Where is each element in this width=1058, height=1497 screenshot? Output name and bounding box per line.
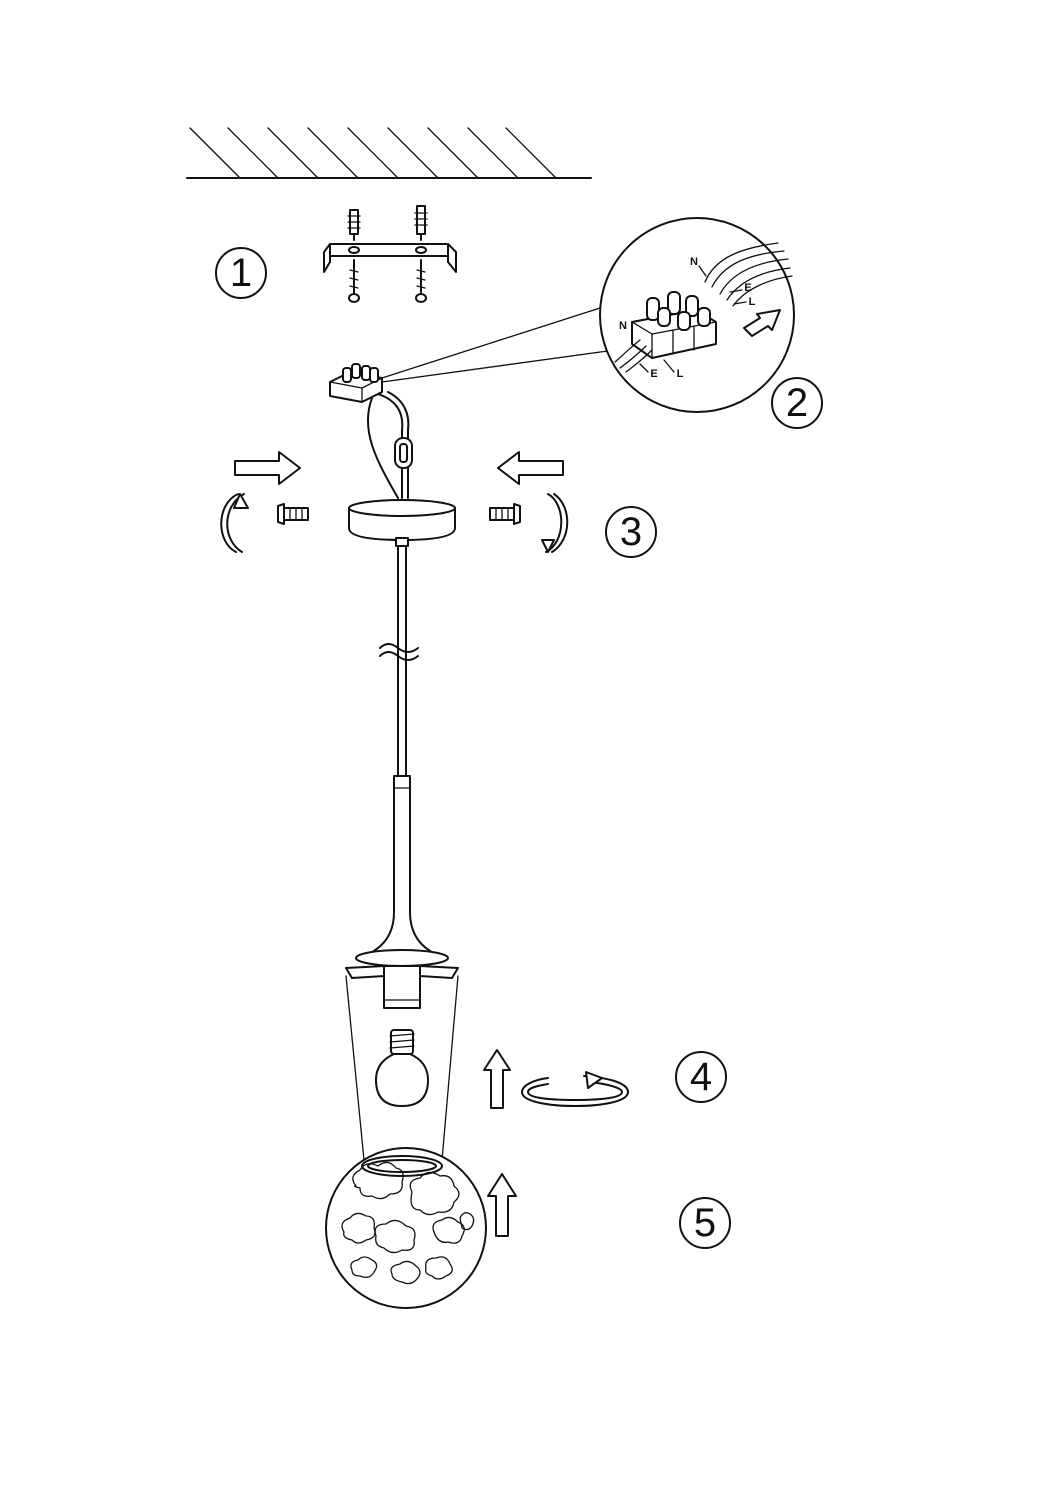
- rotate-arrow-right-icon: [541, 493, 569, 553]
- light-bulb: [375, 1029, 429, 1107]
- suspension-assembly: [348, 391, 456, 777]
- wall-plug-right: [414, 205, 428, 241]
- wiring-detail-callout: N E L N E L: [381, 217, 795, 413]
- lamp-holder-assembly: [345, 775, 459, 1161]
- insert-arrow-icon: [743, 309, 781, 337]
- step-badge-3: 3: [605, 506, 657, 558]
- step-3-indicators: [220, 451, 569, 553]
- ceiling: [186, 127, 592, 179]
- detail-terminal-block: [631, 291, 717, 359]
- up-arrow-step-5-icon: [487, 1173, 517, 1237]
- step-4-indicators: [483, 1049, 629, 1109]
- step-number-4: 4: [690, 1055, 712, 1099]
- step-badge-1: 1: [215, 247, 267, 299]
- rotate-arrow-left-icon: [220, 493, 249, 553]
- step-number-3: 3: [620, 510, 642, 554]
- label-bottom-n: N: [619, 320, 627, 332]
- incoming-wires: [704, 242, 793, 307]
- glass-globe-shade: [325, 1147, 487, 1309]
- screw-right: [415, 259, 427, 303]
- fixing-screw-left: [277, 503, 309, 525]
- cloud-pattern: [341, 1161, 475, 1285]
- label-top-e: E: [744, 282, 751, 294]
- ceiling-hatching: [189, 127, 557, 179]
- ceiling-canopy: [348, 499, 456, 547]
- step-number-5: 5: [694, 1201, 716, 1245]
- step-badge-2: 2: [771, 377, 823, 429]
- step-number-1: 1: [230, 251, 252, 295]
- step-number-2: 2: [786, 381, 808, 425]
- rotate-arrow-horizontal-icon: [521, 1071, 629, 1107]
- terminal-block: [329, 363, 383, 403]
- cable-break-symbol: [379, 643, 419, 661]
- screw-left: [348, 259, 360, 303]
- label-bottom-e: E: [650, 368, 657, 380]
- fixing-screw-right: [489, 503, 521, 525]
- step-badge-4: 4: [675, 1051, 727, 1103]
- push-arrow-right-icon: [497, 451, 564, 485]
- step-badge-5: 5: [679, 1197, 731, 1249]
- label-bottom-l: L: [677, 368, 684, 380]
- wall-plug-left: [347, 209, 361, 241]
- outgoing-wires: [614, 339, 653, 373]
- push-arrow-left-icon: [234, 451, 301, 485]
- label-top-l: L: [749, 296, 756, 308]
- mounting-bracket: [323, 205, 457, 303]
- up-arrow-step-4-icon: [483, 1049, 511, 1109]
- label-top-n: N: [690, 256, 698, 268]
